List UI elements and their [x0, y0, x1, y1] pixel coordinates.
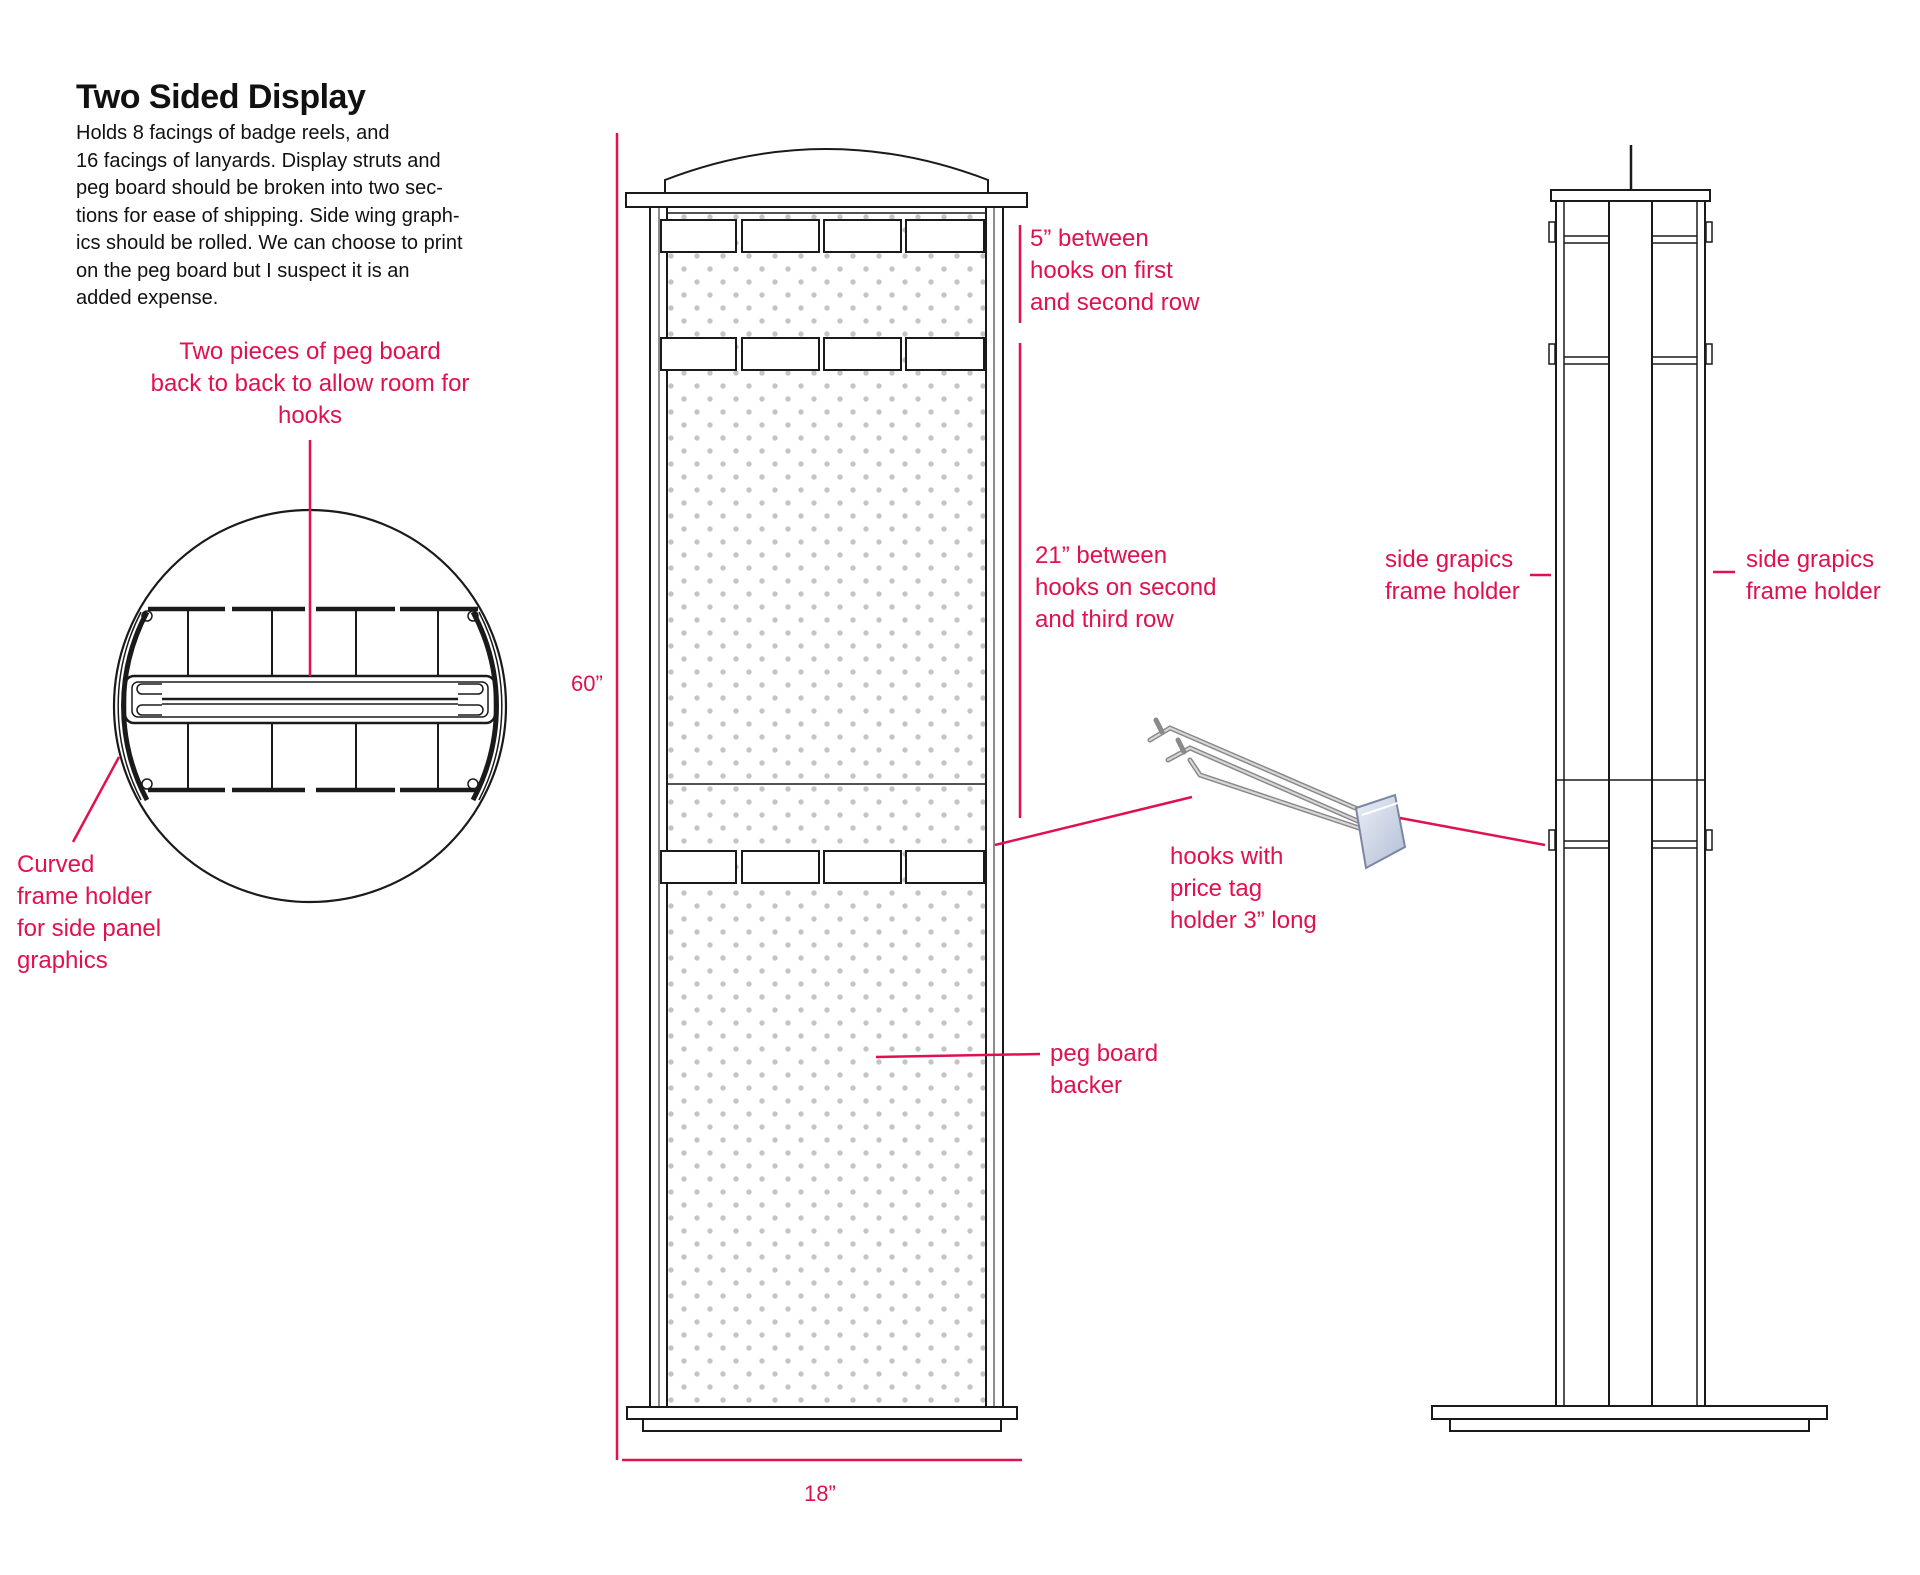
side-graphics-left-label: side grapics frame holder	[1385, 544, 1520, 608]
label-line: and third row	[1035, 606, 1174, 633]
label-line: and second row	[1030, 289, 1200, 316]
label-line: side grapics	[1746, 546, 1875, 573]
hook-with-price-tag-image	[1147, 717, 1407, 870]
spacing-first-second-label: 5” between hooks on first and second row	[1030, 223, 1199, 319]
description-line: 16 facings of lanyards. Display struts a…	[76, 149, 441, 172]
label-line: peg board	[1050, 1040, 1159, 1067]
label-line: back to back to allow room for	[150, 370, 470, 397]
description-line: added expense.	[76, 287, 219, 309]
leader-lines	[71, 440, 1735, 1059]
label-line: for side panel	[17, 915, 162, 942]
side-view	[1431, 145, 1828, 1432]
label-line: hooks	[277, 402, 343, 429]
label-line: frame holder	[1385, 578, 1520, 605]
label-line: 5” between	[1030, 225, 1149, 252]
label-line: Curved	[17, 851, 95, 878]
dimension-lines	[615, 133, 1022, 1462]
label-line: graphics	[17, 947, 108, 974]
top-view-detail	[112, 508, 508, 904]
label-line: side grapics	[1385, 546, 1514, 573]
width-dimension-label: 18”	[804, 1481, 836, 1506]
label-line: hooks on second	[1035, 574, 1217, 601]
description-line: tions for ease of shipping. Side wing gr…	[76, 204, 460, 227]
height-dimension-label: 60”	[571, 671, 603, 696]
description-line: ics should be rolled. We can choose to p…	[76, 232, 463, 254]
page-title: Two Sided Display	[76, 78, 366, 116]
description-line: peg board should be broken into two sec-	[76, 177, 443, 199]
description-line: on the peg board but I suspect it is an	[76, 259, 410, 282]
label-line: hooks on first	[1030, 257, 1173, 284]
peg-board-note-label: Two pieces of peg board back to back to …	[140, 336, 480, 432]
label-line: backer	[1050, 1072, 1123, 1099]
spacing-second-third-label: 21” between hooks on second and third ro…	[1035, 540, 1216, 636]
label-line: holder 3” long	[1170, 907, 1317, 934]
pegboard-backer-label: peg board backer	[1050, 1038, 1158, 1102]
label-line: price tag	[1170, 875, 1263, 902]
curved-frame-label: Curved frame holder for side panel graph…	[17, 849, 161, 977]
label-line: frame holder	[17, 883, 152, 910]
side-graphics-right-label: side grapics frame holder	[1746, 544, 1881, 608]
description-line: Holds 8 facings of badge reels, and	[76, 122, 390, 144]
front-view	[625, 148, 1028, 1432]
label-line: hooks with	[1170, 843, 1284, 870]
label-line: 21” between	[1035, 542, 1168, 569]
label-line: Two pieces of peg board	[179, 338, 441, 365]
label-line: frame holder	[1746, 578, 1881, 605]
description: Holds 8 facings of badge reels, and 16 f…	[76, 120, 516, 313]
hooks-label: hooks with price tag holder 3” long	[1170, 841, 1317, 937]
